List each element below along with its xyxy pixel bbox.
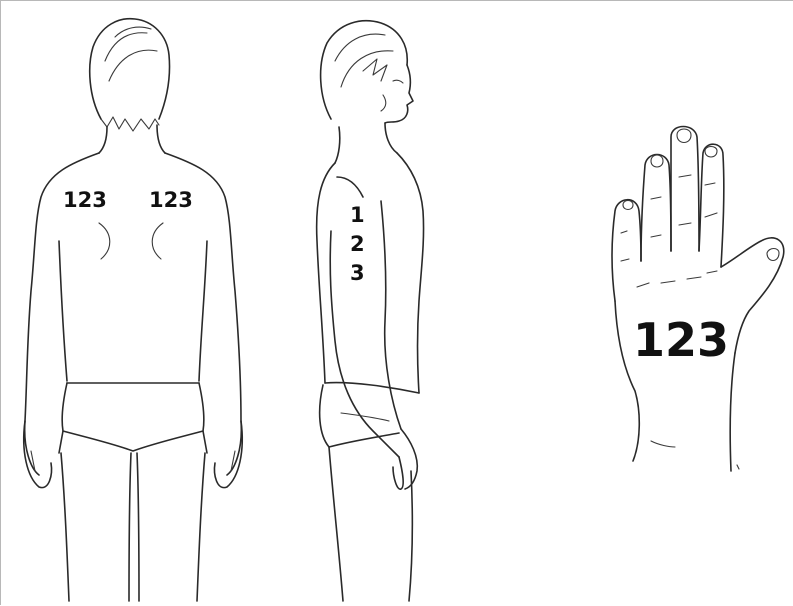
back-right-shoulder-label: 123	[149, 190, 193, 211]
back-view-figure	[24, 19, 242, 601]
side-view-figure	[317, 21, 424, 601]
hand-figure	[612, 127, 784, 472]
hand-palm-label: 123	[633, 317, 729, 363]
side-arm-label-1: 1	[350, 205, 365, 226]
side-arm-label-3: 3	[350, 263, 365, 284]
back-left-shoulder-label: 123	[63, 190, 107, 211]
side-arm-label-2: 2	[350, 234, 365, 255]
